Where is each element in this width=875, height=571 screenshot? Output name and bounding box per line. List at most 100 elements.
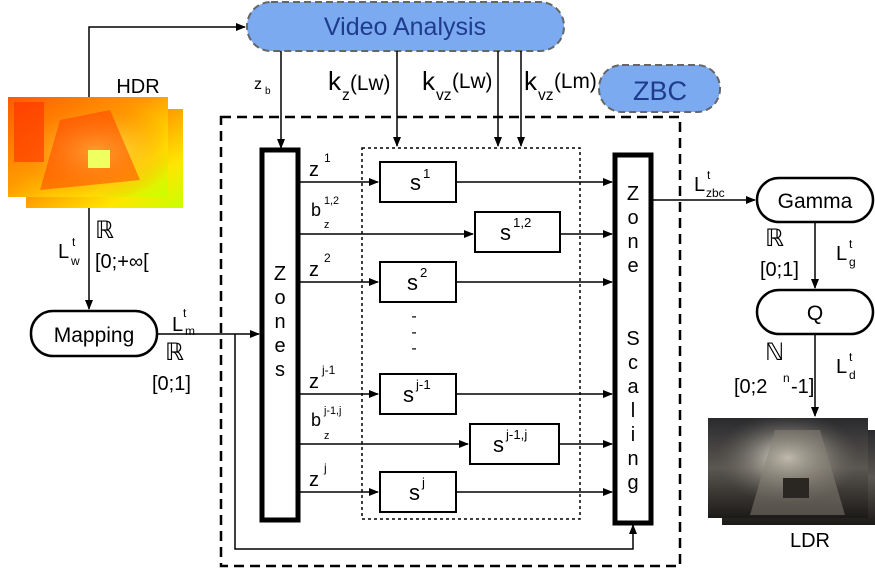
s1-box (379, 161, 457, 203)
scaling-letter: g (627, 472, 638, 494)
sj1j-box (469, 423, 560, 465)
ld-sub: d (849, 368, 856, 382)
q-label: Q (807, 302, 823, 325)
s1-base: s (410, 170, 421, 195)
s2-base: s (407, 270, 418, 295)
sj-base: s (409, 480, 420, 505)
zone-letter: n (627, 231, 638, 253)
zones-letter: s (275, 359, 285, 381)
kz-sub: z (342, 87, 350, 104)
scaling-letter: c (628, 352, 638, 374)
quantization-node: Q (755, 288, 875, 336)
real-gamma: ℝ (765, 225, 784, 252)
kvzm-base: k (524, 66, 538, 96)
b12-sup: 1,2 (324, 195, 339, 207)
lw-sup: t (72, 235, 76, 249)
scaling-letter: i (631, 424, 635, 446)
zbc-boundary (219, 115, 682, 568)
lm-sup: t (183, 306, 187, 320)
s2-box (379, 261, 457, 303)
scaling-letter: S (626, 328, 639, 350)
s2-sup: 2 (420, 265, 427, 280)
zone-letter: Z (627, 183, 639, 205)
sj1-sup: j-1 (415, 377, 431, 392)
video-analysis-label: Video Analysis (324, 13, 486, 41)
kvzw-base: k (422, 66, 436, 96)
gamma-node: Gamma (755, 176, 875, 224)
b12-sub: z (324, 219, 329, 231)
bj1j-base: b (311, 410, 321, 430)
zones-letter: n (274, 311, 285, 333)
kvzm-arg: (Lm) (554, 70, 597, 93)
lw-base: L (58, 241, 69, 263)
lm-base: L (172, 314, 183, 336)
lzbc-sup: t (707, 168, 711, 182)
z2-sup: 2 (324, 251, 331, 265)
range-q: [0;2 (734, 376, 767, 398)
kvzw-sub: vz (436, 87, 452, 104)
real-hdr: ℝ (95, 217, 114, 244)
sj1j-sup: j-1,j (505, 427, 527, 442)
ellipsis-dash: - (411, 324, 416, 341)
sj-sup: j (421, 475, 425, 490)
sj1j-base: s (493, 432, 504, 457)
s1-sup: 1 (423, 166, 430, 181)
z2-base: z (309, 259, 319, 281)
kvzw-arg: (Lw) (452, 70, 492, 93)
z1-sup: 1 (324, 151, 331, 165)
range-hdr: [0;+∞[ (95, 251, 149, 273)
zj1-sup: j-1 (321, 363, 336, 377)
ellipsis-marks: --- (411, 308, 416, 357)
lw-sub: w (70, 254, 80, 268)
s12-base: s (500, 220, 511, 245)
hdr-label: HDR (116, 76, 159, 98)
zones-letter: e (274, 335, 285, 357)
ldr-label: LDR (790, 530, 830, 552)
scaling-letter: n (627, 448, 638, 470)
zj1-base: z (309, 371, 319, 393)
scaling-letter: l (631, 400, 635, 422)
kz-arg: (Lw) (350, 72, 390, 95)
ld-base: L (836, 356, 847, 378)
lzbc-base: L (694, 174, 705, 196)
scaling-letter: a (627, 376, 639, 398)
b12-base: b (311, 200, 321, 220)
range-gamma: [0;1] (760, 259, 799, 281)
kz-base: k (328, 66, 342, 96)
zone-letter: o (627, 207, 638, 229)
kvzm-sub: vz (538, 87, 554, 104)
bj1j-sup: j-1,j (323, 405, 341, 417)
video-analysis-node: Video Analysis (246, 1, 565, 52)
lm-sub: m (185, 324, 195, 338)
bj1j-sub: z (324, 430, 329, 442)
ld-sup: t (849, 350, 853, 364)
zj-sup: j (323, 461, 327, 475)
range-map: [0;1] (152, 373, 191, 395)
mapping-node: Mapping (29, 309, 159, 358)
zones-letter: o (274, 287, 285, 309)
s12-sup: 1,2 (513, 215, 531, 230)
lg-sup: t (849, 237, 853, 251)
lzbc-sub: zbc (706, 186, 725, 200)
zbc-node: ZBC (598, 64, 721, 113)
scaling-boundary (361, 147, 581, 520)
zbc-label: ZBC (633, 76, 687, 106)
real-map: ℝ (165, 339, 184, 366)
nat-q: ℕ (765, 339, 784, 366)
lg-base: L (836, 243, 847, 265)
range-q-end: -1] (791, 376, 814, 398)
z1-base: z (309, 159, 319, 181)
gamma-label: Gamma (778, 190, 853, 213)
range-q-sup: n (783, 371, 790, 385)
hdr-image: HDR (8, 76, 183, 208)
sj-box (379, 471, 457, 513)
s12-box (474, 211, 561, 253)
zone-letter: e (627, 255, 638, 277)
sj1-box (379, 373, 457, 415)
zb-base: z (254, 76, 262, 93)
